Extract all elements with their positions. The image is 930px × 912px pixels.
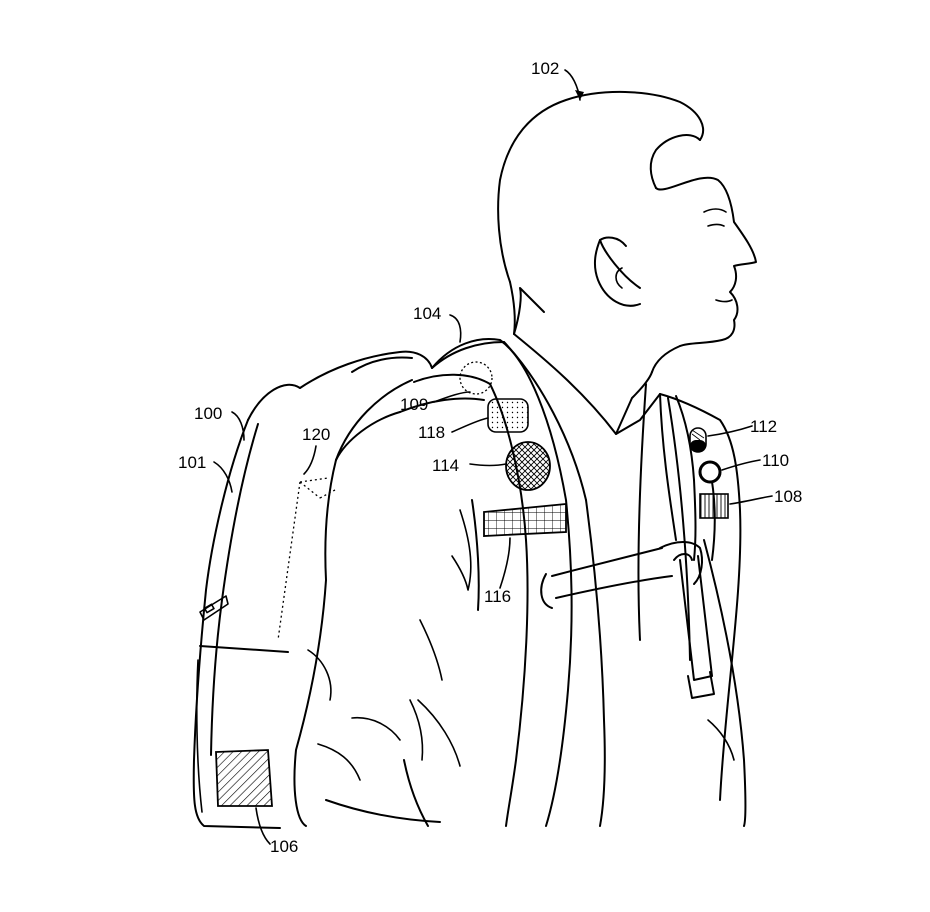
label-109: 109 — [400, 395, 428, 414]
sensor-108 — [699, 493, 729, 519]
button-110 — [698, 460, 722, 484]
speaker-114 — [505, 441, 551, 491]
label-100: 100 — [194, 404, 222, 423]
label-112: 112 — [750, 417, 777, 436]
leader-lines — [213, 69, 773, 845]
label-104: 104 — [413, 304, 441, 323]
panel-106 — [215, 749, 273, 807]
label-114: 114 — [432, 456, 459, 475]
pad-116 — [483, 503, 567, 537]
person-102 — [293, 90, 757, 827]
button-112 — [689, 427, 707, 453]
label-118: 118 — [418, 423, 445, 442]
label-110: 110 — [762, 451, 789, 470]
label-101: 101 — [178, 453, 206, 472]
label-116: 116 — [484, 587, 511, 606]
right-shoulder-strap — [659, 393, 742, 801]
reference-labels: 102 104 100 101 120 109 118 114 116 112 … — [178, 59, 802, 856]
backpack-100 — [192, 350, 433, 829]
label-102: 102 — [531, 59, 559, 78]
sensor-109 — [459, 361, 493, 395]
sensor-118 — [487, 398, 529, 433]
label-108: 108 — [774, 487, 802, 506]
chest-strap — [540, 547, 673, 609]
label-120: 120 — [302, 425, 330, 444]
label-106: 106 — [270, 837, 298, 856]
